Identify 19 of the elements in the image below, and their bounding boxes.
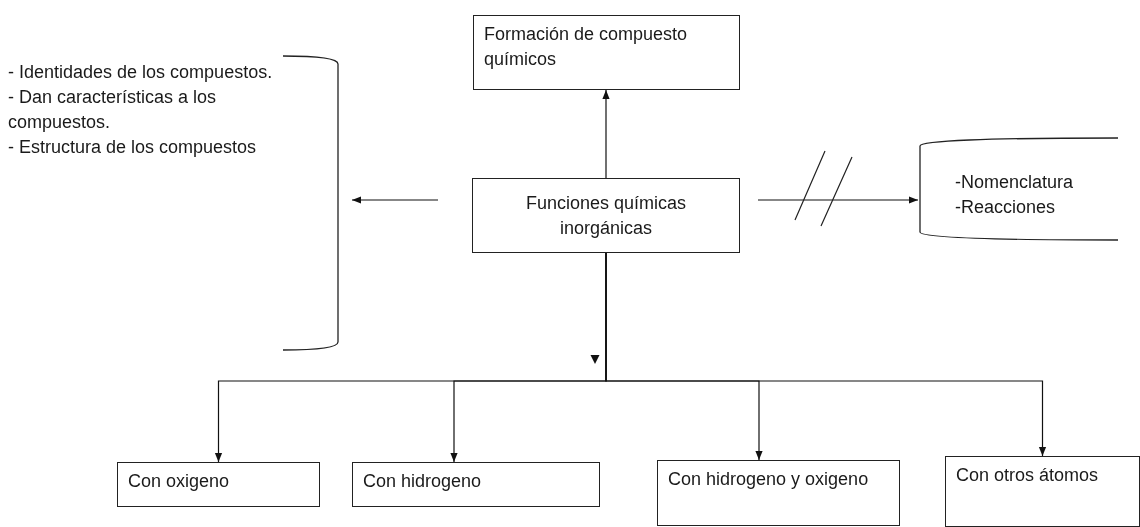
arrow <box>351 196 439 204</box>
concept-box <box>117 462 320 507</box>
concept-box <box>352 462 600 507</box>
box-label: Funciones químicas inorgánicas <box>524 191 688 240</box>
box-label: Con oxigeno <box>128 470 231 493</box>
concept-box <box>473 15 740 90</box>
box-label: Con hidrogeno <box>363 470 483 493</box>
concept-box <box>472 178 740 253</box>
box-label: Con hidrogeno y oxigeno <box>668 468 870 491</box>
list-item: - Estructura de los compuestos <box>8 136 258 159</box>
arrow <box>757 196 919 204</box>
list-item: - Identidades de los compuestos. <box>8 61 274 84</box>
concept-box <box>657 460 900 526</box>
arrow <box>605 252 1047 457</box>
arrow <box>602 89 610 179</box>
list-item: - Dan características a los compuestos. <box>8 86 218 134</box>
concept-box <box>945 456 1140 527</box>
box-label: Con otros átomos <box>956 464 1100 487</box>
box-label: Formación de compuesto químicos <box>484 23 689 71</box>
